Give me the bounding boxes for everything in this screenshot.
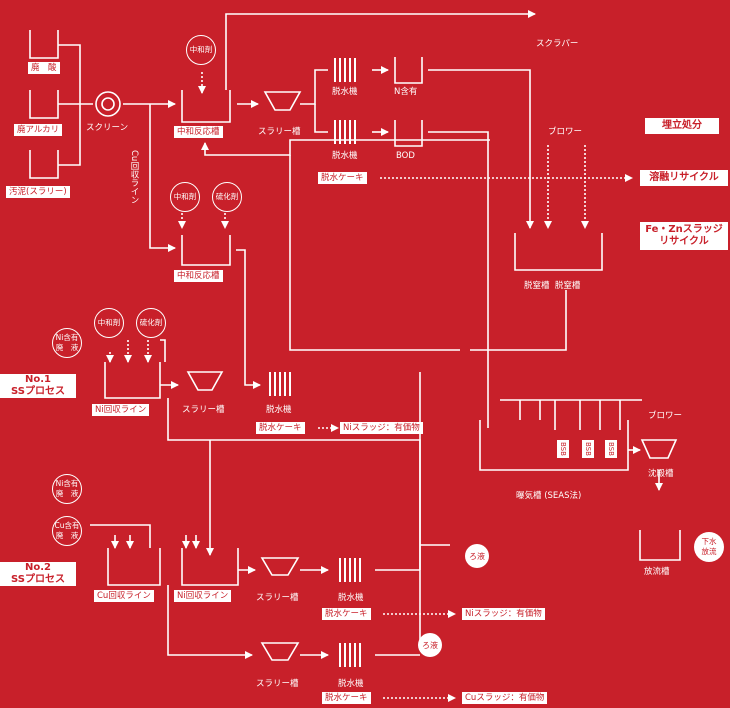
ni-recovery-line-label-1: Ni回収ライン xyxy=(92,404,150,416)
fe-zn-output: Fe・Znスラッジリサイクル xyxy=(640,222,728,250)
dehydrated-cake-label-1: 脱水ケーキ xyxy=(318,172,367,184)
discharge-tank-label: 放流槽 xyxy=(644,567,670,577)
dehydrator-label-2: 脱水機 xyxy=(332,151,358,161)
bsb-label-3: BSB xyxy=(605,440,617,458)
dehydrator-label-1: 脱水機 xyxy=(332,87,358,97)
neutralization-tank-label-2: 中和反応槽 xyxy=(174,270,223,282)
settling-tank-label: 沈殿槽 xyxy=(648,469,674,479)
aeration-tank-label: 曝気槽 (SEAS法) xyxy=(516,491,582,501)
screen-label: スクリーン xyxy=(86,123,129,133)
neutralizer-circle-3: 中和剤 xyxy=(94,308,124,338)
bsb-label-1: BSB xyxy=(557,440,569,458)
slurry-tank-label: スラリー槽 xyxy=(258,127,301,137)
neutralizer-circle-2: 中和剤 xyxy=(170,182,200,212)
landfill-output: 埋立処分 xyxy=(645,118,719,134)
dehydrator-label-3: 脱水機 xyxy=(266,405,292,415)
slurry-tank-label-3: スラリー槽 xyxy=(256,593,299,603)
blower-label-1: ブロワー xyxy=(548,127,583,137)
ni-recovery-line-label-2: Ni回収ライン xyxy=(174,590,232,602)
slurry-tank-label-4: スラリー槽 xyxy=(256,679,299,689)
sewer-discharge-circle: 下水放流 xyxy=(694,532,724,562)
cu-waste-circle: Cu含有廃 液 xyxy=(52,516,82,546)
bsb-label-2: BSB xyxy=(582,440,594,458)
sludge-label: 汚泥(スラリー) xyxy=(6,186,70,198)
neutralization-tank-label: 中和反応槽 xyxy=(174,126,223,138)
melt-recycle-output: 溶融リサイクル xyxy=(640,170,728,186)
sulfide-circle-2: 硫化剤 xyxy=(136,308,166,338)
dehydrated-cake-label-3: 脱水ケーキ xyxy=(322,608,371,620)
blower-label-2: ブロワー xyxy=(648,411,683,421)
cu-recovery-line-vertical: Cu回収ライン xyxy=(129,150,139,204)
sulfide-circle-1: 硫化剤 xyxy=(212,182,242,212)
dehydrator-label-5: 脱水機 xyxy=(338,679,364,689)
ni-waste-circle-2: Ni含有廃 液 xyxy=(52,474,82,504)
slurry-tank-label-2: スラリー槽 xyxy=(182,405,225,415)
filtrate-circle-2: ろ液 xyxy=(418,633,442,657)
dehydrator-label-4: 脱水機 xyxy=(338,593,364,603)
denitrification-label: 脱窒槽 脱窒槽 xyxy=(524,281,581,291)
cu-sludge-label: Cuスラッジ：有価物 xyxy=(462,692,548,704)
dehydrated-cake-label-4: 脱水ケーキ xyxy=(322,692,371,704)
n-content-label: N含有 xyxy=(394,87,418,97)
waste-acid-label: 廃 酸 xyxy=(28,62,60,74)
bod-label: BOD xyxy=(396,151,415,161)
cu-recovery-line-label: Cu回収ライン xyxy=(94,590,154,602)
filtrate-circle-1: ろ液 xyxy=(465,544,489,568)
scraper-label: スクラパー xyxy=(536,39,579,49)
neutralizer-circle: 中和剤 xyxy=(186,35,216,65)
dehydrated-cake-label-2: 脱水ケーキ xyxy=(256,422,305,434)
ni-sludge-label-1: Niスラッジ：有価物 xyxy=(340,422,423,434)
ni-waste-circle-1: Ni含有廃 液 xyxy=(52,328,82,358)
waste-alkali-label: 廃アルカリ xyxy=(14,124,63,136)
ni-sludge-label-2: Niスラッジ：有価物 xyxy=(462,608,545,620)
